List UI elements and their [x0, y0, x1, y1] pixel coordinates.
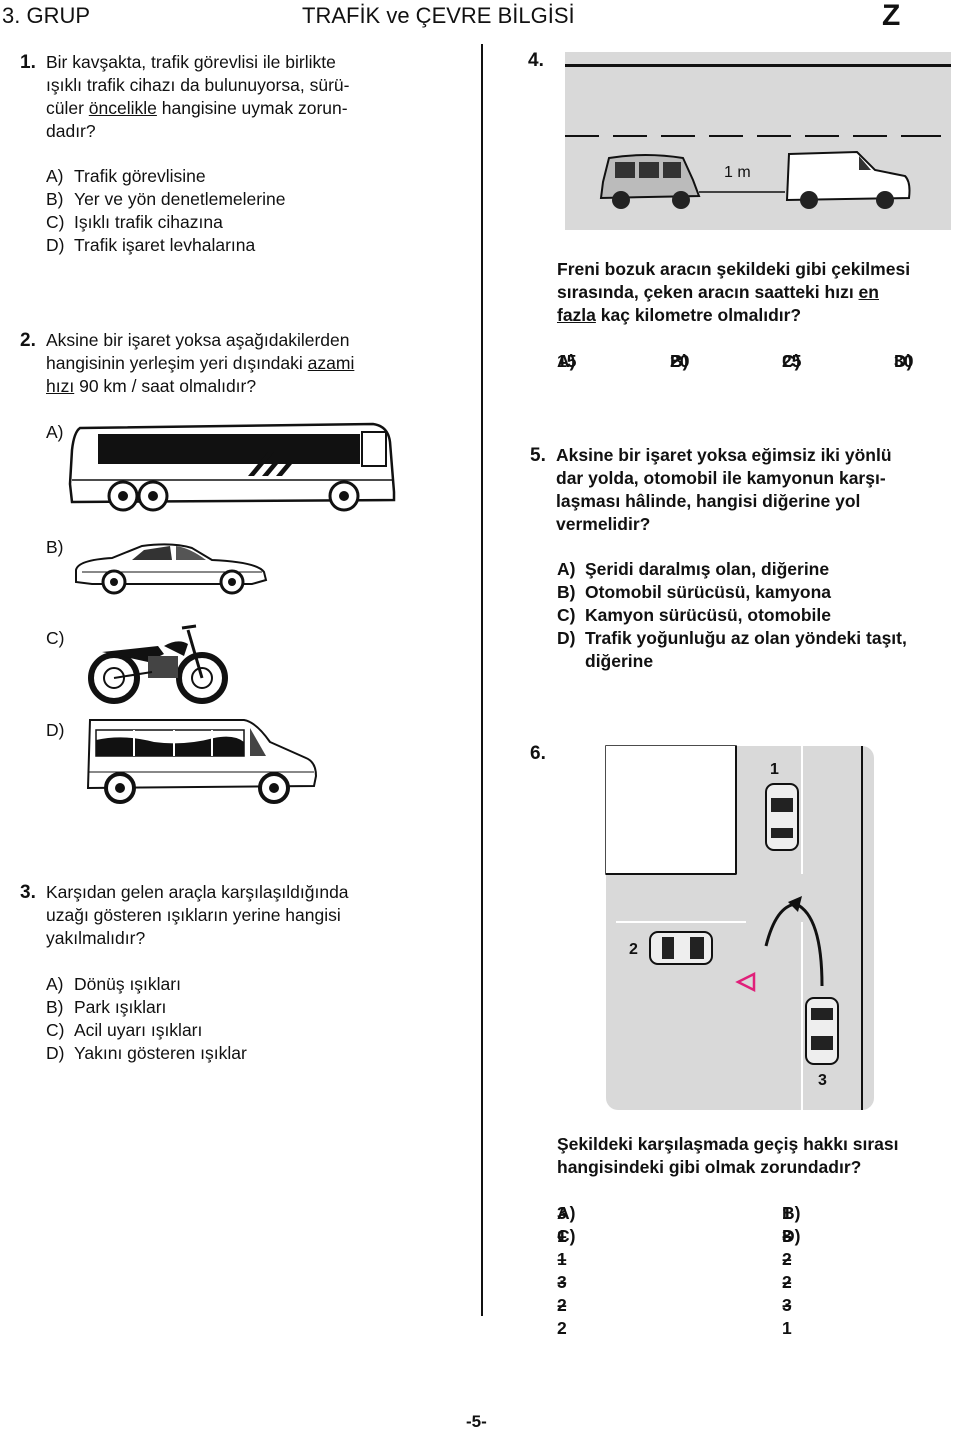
- question-2-text: Aksine bir işaret yoksa aşağıdakilerden …: [46, 330, 355, 396]
- towing-figure: [565, 52, 951, 230]
- option-c[interactable]: C)Acil uyarı ışıkları: [46, 1020, 203, 1040]
- option-b[interactable]: B)Yer ve yön denetlemelerine: [46, 189, 286, 209]
- yield-triangle-icon: [735, 971, 756, 993]
- question-4-text: Freni bozuk aracın şekildeki gibi çekilm…: [557, 259, 911, 325]
- car-3-label: 3: [818, 1072, 827, 1089]
- question-2-number: 2.: [20, 330, 36, 351]
- car-1-label: 1: [770, 761, 779, 778]
- question-3: 3. Karşıdan gelen araçla karşılaşıldığın…: [20, 881, 460, 950]
- motorcycle-icon[interactable]: [88, 622, 230, 706]
- question-1: 1. Bir kavşakta, trafik görevlisi ile bi…: [20, 51, 460, 143]
- option-c[interactable]: C)Işıklı trafik cihazına: [46, 212, 223, 232]
- car-icon[interactable]: [72, 540, 268, 596]
- option-b[interactable]: B)Otomobil sürücüsü, kamyona: [557, 582, 832, 602]
- distance-label: 1 m: [724, 164, 751, 181]
- column-divider: [481, 44, 483, 1316]
- question-6-options: A) 3 – 1 – 2 B) 1 – 2 – 3 C) 1 – 3 – 2 D…: [557, 1203, 801, 1338]
- option-c-label[interactable]: C): [46, 628, 65, 648]
- option-c[interactable]: C)Kamyon sürücüsü, otomobile: [557, 605, 831, 625]
- group-label: 3. GRUP: [2, 3, 91, 28]
- bus-icon[interactable]: [68, 422, 396, 514]
- question-5-text: Aksine bir işaret yoksa eğimsiz iki yönl…: [556, 445, 892, 534]
- intersection-figure: [605, 745, 874, 1110]
- option-d[interactable]: D)Trafik yoğunluğu az olan yöndeki taşıt…: [557, 628, 907, 648]
- block-top-left-fill: [606, 746, 736, 874]
- booklet-letter: Z: [882, 0, 901, 32]
- option-a[interactable]: A)Şeridi daralmış olan, diğerine: [557, 559, 830, 579]
- question-1-number: 1.: [20, 52, 36, 73]
- minibus-icon[interactable]: [84, 716, 320, 808]
- question-5-number: 5.: [530, 445, 546, 466]
- road-edge-line: [565, 64, 951, 67]
- option-d[interactable]: D)Yakını gösteren ışıklar: [46, 1043, 247, 1063]
- question-4-options: A) 15 B) 20 C) 25 D) 30: [557, 351, 914, 371]
- question-3-options: A)Dönüş ışıkları B)Park ışıkları C)Acil …: [46, 973, 247, 1065]
- question-6-text: Şekildeki karşılaşmada geçiş hakkı sıras…: [557, 1134, 899, 1177]
- option-a[interactable]: A)Trafik görevlisine: [46, 166, 206, 186]
- subject-title: TRAFİK ve ÇEVRE BİLGİSİ: [302, 3, 575, 28]
- question-2: 2. Aksine bir işaret yoksa aşağıdakilerd…: [20, 329, 460, 398]
- car-2-label: 2: [629, 941, 638, 958]
- question-3-number: 3.: [20, 882, 36, 903]
- option-b-label[interactable]: B): [46, 537, 64, 557]
- car-3-icon: [805, 997, 839, 1065]
- question-5-options: A)Şeridi daralmış olan, diğerine B)Otomo…: [557, 558, 907, 673]
- question-1-options: A)Trafik görevlisine B)Yer ve yön denetl…: [46, 165, 285, 257]
- option-d-label[interactable]: D): [46, 720, 65, 740]
- towed-car-icon: [599, 154, 701, 209]
- option-d[interactable]: D)Trafik işaret levhalarına: [46, 235, 256, 255]
- question-5: 5. Aksine bir işaret yoksa eğimsiz iki y…: [530, 444, 960, 536]
- car-2-icon: [649, 931, 713, 965]
- option-d-continued: diğerine: [585, 651, 654, 671]
- page-number: -5-: [466, 1412, 487, 1431]
- towing-van-icon: [785, 150, 911, 209]
- option-b[interactable]: B)Park ışıkları: [46, 997, 167, 1017]
- option-a[interactable]: A)Dönüş ışıkları: [46, 974, 181, 994]
- question-4-number: 4.: [528, 50, 544, 71]
- option-a-label[interactable]: A): [46, 422, 64, 442]
- question-3-text: Karşıdan gelen araçla karşılaşıldığında …: [46, 882, 349, 948]
- question-6-number: 6.: [530, 743, 546, 764]
- question-1-text: Bir kavşakta, trafik görevlisi ile birli…: [46, 52, 350, 141]
- car-1-icon: [765, 783, 799, 851]
